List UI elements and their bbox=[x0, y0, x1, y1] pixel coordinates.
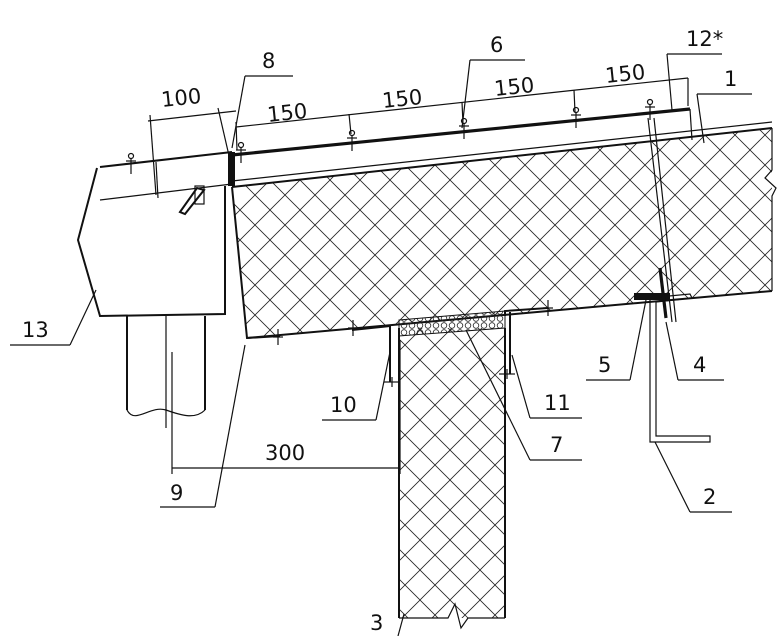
downpipe bbox=[126, 316, 206, 410]
dim-150-b: 150 bbox=[381, 85, 423, 113]
dim-300: 300 bbox=[265, 441, 305, 465]
callout-3: 3 bbox=[370, 611, 383, 635]
roof-panel-break-line bbox=[764, 128, 777, 291]
gutter bbox=[76, 167, 226, 318]
roof-panel-top-skin bbox=[231, 127, 773, 188]
fastener-rod bbox=[647, 117, 673, 323]
callout-11: 11 bbox=[544, 391, 571, 415]
roof-panel-core bbox=[232, 128, 772, 338]
dim-150-d: 150 bbox=[604, 60, 646, 88]
callout-10: 10 bbox=[330, 393, 357, 417]
dim-100: 100 bbox=[160, 84, 202, 112]
purlin bbox=[647, 293, 711, 443]
sealing-tape bbox=[228, 152, 235, 186]
callout-5: 5 bbox=[598, 353, 611, 377]
callout-leaders bbox=[10, 53, 752, 636]
gutter-hook bbox=[178, 186, 206, 216]
dim-150-a: 150 bbox=[266, 99, 308, 127]
callout-8: 8 bbox=[262, 49, 275, 73]
cover-flashing bbox=[231, 107, 691, 157]
callout-4: 4 bbox=[693, 353, 706, 377]
wall-panel-break-line bbox=[399, 602, 505, 630]
dim-150-c: 150 bbox=[493, 73, 535, 101]
callout-7: 7 bbox=[550, 433, 563, 457]
edge-flashing bbox=[231, 186, 281, 340]
callout-13: 13 bbox=[22, 318, 49, 342]
callout-6: 6 bbox=[490, 33, 503, 57]
sealant-strip bbox=[398, 310, 506, 337]
roof-screws bbox=[126, 98, 655, 387]
inner-flashing-right bbox=[504, 307, 549, 316]
callout-2: 2 bbox=[703, 485, 716, 509]
callout-12: 12* bbox=[686, 27, 723, 51]
callout-1: 1 bbox=[724, 67, 737, 91]
wall-panel-core bbox=[399, 328, 505, 618]
callout-9: 9 bbox=[170, 481, 183, 505]
inner-flashing-left bbox=[351, 324, 391, 382]
